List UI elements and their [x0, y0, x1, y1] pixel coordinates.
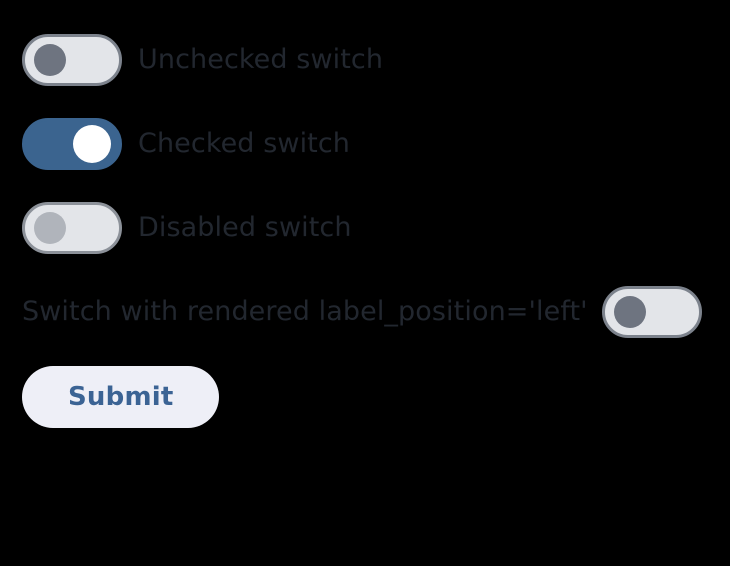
submit-button[interactable]: Submit — [22, 366, 220, 428]
field-row-left-label-switch: Switch with rendered label_position='lef… — [22, 270, 708, 354]
field-row-unchecked-switch: Unchecked switch — [22, 18, 708, 102]
switch-label-unchecked: Unchecked switch — [138, 44, 384, 76]
switch-checked[interactable] — [22, 118, 122, 170]
switch-disabled — [22, 202, 122, 254]
switch-label-checked: Checked switch — [138, 128, 351, 160]
switch-thumb — [613, 296, 646, 328]
switch-label-disabled: Disabled switch — [138, 212, 352, 244]
switch-thumb — [73, 125, 111, 163]
submit-row: Submit — [22, 354, 708, 440]
switch-thumb — [34, 212, 66, 244]
field-row-checked-switch: Checked switch — [22, 102, 708, 186]
switch-unchecked[interactable] — [22, 34, 122, 86]
switch-label-left-position: Switch with rendered label_position='lef… — [22, 296, 588, 328]
switch-left-label[interactable] — [601, 286, 702, 338]
field-row-disabled-switch: Disabled switch — [22, 186, 708, 270]
switch-thumb — [34, 44, 66, 76]
